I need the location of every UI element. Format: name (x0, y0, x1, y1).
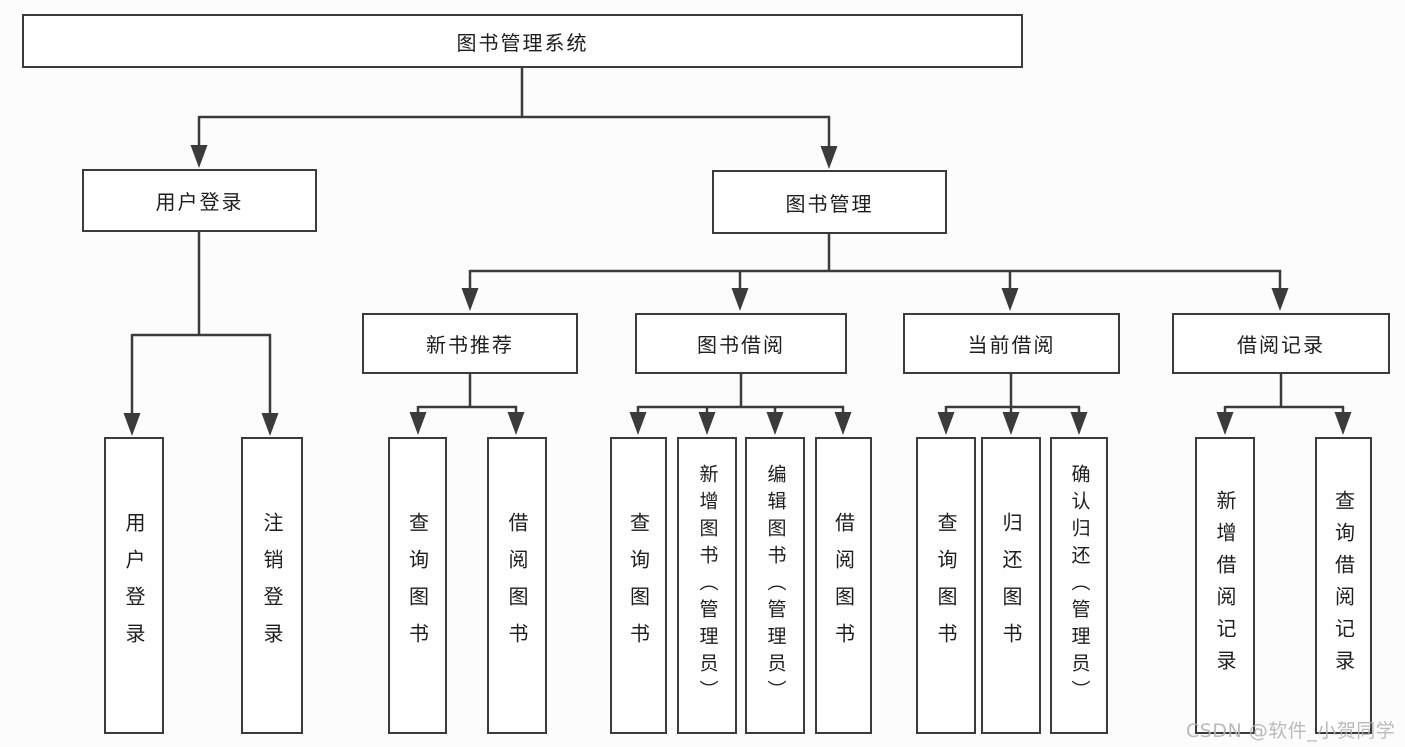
arrowhead (766, 412, 784, 435)
node-new-book-recommend: 新书推荐 (362, 313, 578, 374)
leaf-borrow-books: 借阅图书 (815, 437, 872, 734)
node-label: 当前借阅 (967, 333, 1056, 357)
arrowhead (731, 288, 749, 311)
leaf-add-borrow-record: 新增借阅记录 (1195, 437, 1255, 734)
connector-newbook-to-leaves (416, 373, 518, 413)
leaf-label: 新增借阅记录 (1213, 489, 1237, 682)
arrowhead (1271, 288, 1289, 311)
node-library-system: 图书管理系统 (22, 14, 1023, 68)
leaf-return-books: 归还图书 (981, 437, 1041, 734)
connector-root-to-level2 (197, 68, 831, 147)
arrowhead (409, 412, 427, 435)
leaf-label: 借阅图书 (831, 511, 856, 660)
arrowhead (1002, 412, 1020, 435)
connector-current-to-leaves (944, 373, 1081, 413)
leaf-label: 查询图书 (626, 511, 651, 660)
leaf-borrow-books: 借阅图书 (487, 437, 547, 734)
watermark: CSDN @软件_小贺同学 (1186, 720, 1396, 742)
leaf-label: 查询图书 (405, 511, 430, 660)
node-label: 用户登录 (155, 190, 244, 214)
arrowhead (629, 412, 647, 435)
leaf-edit-books-admin: 编辑图书（管理员） (745, 437, 805, 734)
arrowhead (507, 412, 525, 435)
node-book-borrow: 图书借阅 (635, 313, 847, 374)
node-label: 图书管理 (785, 191, 874, 216)
leaf-query-books: 查询图书 (916, 437, 976, 734)
leaf-label: 注销登录 (260, 511, 284, 660)
arrowhead (1070, 412, 1088, 435)
arrowhead (820, 146, 838, 169)
leaf-query-books: 查询图书 (388, 437, 447, 734)
leaf-label: 编辑图书（管理员） (764, 464, 787, 707)
node-label: 新书推荐 (426, 333, 514, 357)
node-user-login: 用户登录 (82, 169, 317, 232)
leaf-user-login: 用户登录 (104, 437, 164, 734)
connector-login-to-leaves (130, 231, 272, 414)
arrowhead (1216, 412, 1234, 435)
node-label: 图书管理系统 (456, 30, 589, 55)
leaf-add-books-admin: 新增图书（管理员） (677, 437, 737, 734)
leaf-label: 借阅图书 (505, 511, 529, 660)
leaf-query-borrow-record: 查询借阅记录 (1315, 437, 1372, 734)
connector-record-to-leaves (1223, 373, 1345, 413)
leaf-label: 新增图书（管理员） (696, 464, 719, 707)
arrowhead (461, 288, 479, 311)
arrowhead (1334, 412, 1352, 435)
arrowhead (190, 145, 208, 168)
arrowhead (937, 412, 955, 435)
arrowhead (834, 412, 852, 435)
leaf-confirm-return-admin: 确认归还（管理员） (1050, 437, 1108, 734)
leaf-query-books: 查询图书 (610, 437, 667, 734)
node-book-management: 图书管理 (712, 170, 947, 234)
leaf-logout: 注销登录 (241, 437, 303, 734)
leaf-label: 归还图书 (999, 511, 1023, 660)
node-current-borrow: 当前借阅 (903, 313, 1120, 374)
leaf-label: 用户登录 (122, 511, 146, 660)
arrowhead (698, 412, 716, 435)
connector-borrow-to-leaves (636, 373, 845, 413)
node-label: 图书借阅 (697, 333, 785, 357)
leaf-label: 确认归还（管理员） (1068, 464, 1091, 707)
arrowhead (261, 413, 279, 436)
connector-mgmt-to-level3 (468, 233, 1282, 289)
node-label: 借阅记录 (1237, 333, 1325, 357)
node-borrow-record: 借阅记录 (1172, 313, 1390, 374)
leaf-label: 查询借阅记录 (1331, 489, 1356, 682)
leaf-label: 查询图书 (934, 511, 958, 660)
arrowhead (123, 413, 141, 436)
arrowhead (1001, 288, 1019, 311)
